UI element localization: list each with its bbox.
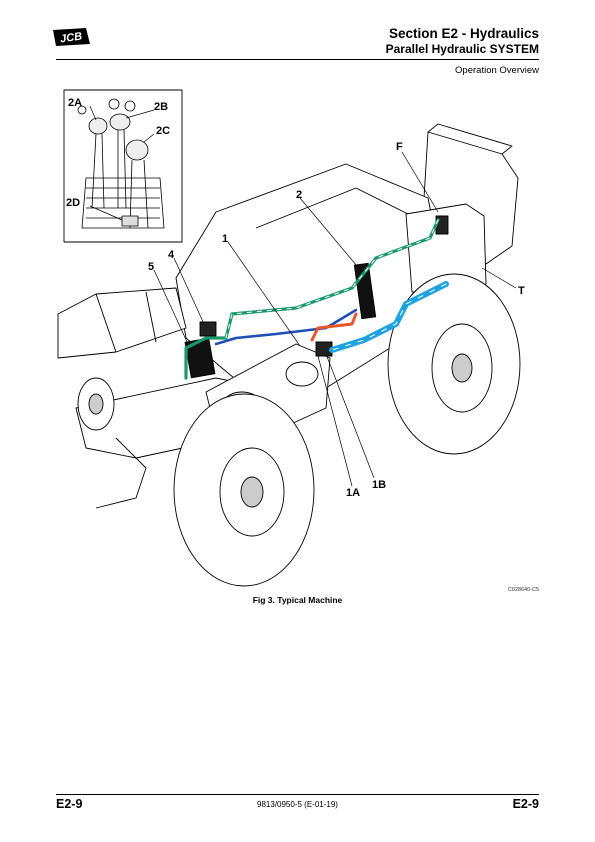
callout-2B: 2B <box>154 101 168 113</box>
callout-2A: 2A <box>68 97 82 109</box>
subsection-title: Parallel Hydraulic SYSTEM <box>385 42 539 56</box>
return-line-green <box>184 218 440 380</box>
callout-2D: 2D <box>66 197 80 209</box>
pilot-line-orange <box>310 312 358 342</box>
footer-rule <box>56 794 539 795</box>
page-number-right: E2-9 <box>512 797 539 811</box>
callout-T: T <box>518 285 525 297</box>
valve-block-4 <box>199 321 217 337</box>
callout-F: F <box>396 141 403 153</box>
callout-4: 4 <box>168 249 175 261</box>
section-title: Section E2 - Hydraulics <box>388 26 539 41</box>
callout-1A: 1A <box>346 487 360 499</box>
header-rule <box>56 59 539 60</box>
machine-illustration: 2A 2B 2C 2D F 2 1 4 5 T 1B 1A <box>57 89 525 587</box>
pressure-line-blue <box>214 308 358 346</box>
figure-caption: Fig 3. Typical Machine <box>252 595 343 605</box>
callout-1: 1 <box>222 233 228 245</box>
callout-2C: 2C <box>156 125 170 137</box>
hydraulic-tank <box>405 203 487 295</box>
topic-label: Operation Overview <box>455 65 539 76</box>
callout-5: 5 <box>148 261 154 273</box>
jcb-logo-text: JCB <box>59 31 83 46</box>
callout-2: 2 <box>296 189 302 201</box>
valve-block-5 <box>184 337 216 379</box>
document-number: 9813/0950-5 (E-01-19) <box>257 800 338 809</box>
control-levers <box>77 98 165 229</box>
callout-1B: 1B <box>372 479 386 491</box>
page-number-left: E2-9 <box>56 797 83 811</box>
jcb-logo: JCB <box>53 28 90 46</box>
figure-reference-code: C028640-C5 <box>507 587 539 593</box>
